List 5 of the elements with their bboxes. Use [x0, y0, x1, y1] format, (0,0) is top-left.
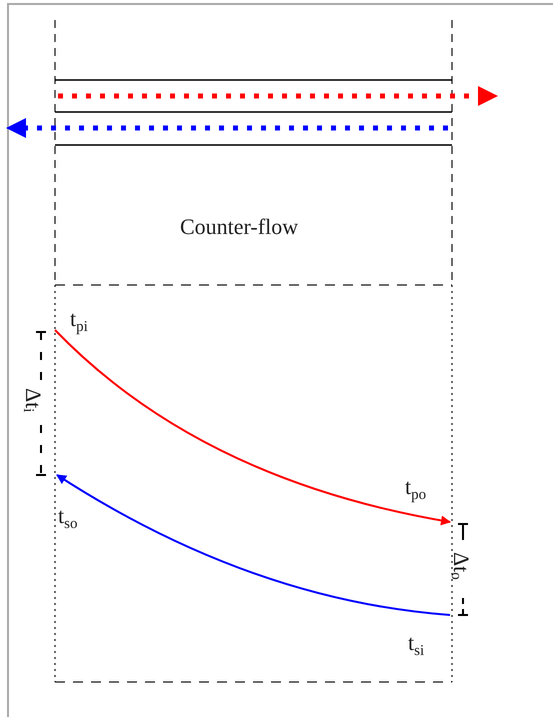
- temperature-label: t$_{si}$: [408, 632, 424, 659]
- temperature-label: t$_{po}$: [405, 476, 426, 503]
- flow-title: Counter-flow: [180, 216, 298, 238]
- temperature-label: t$_{so}$: [58, 505, 78, 532]
- temperature-label: t$_{pi}$: [70, 308, 88, 335]
